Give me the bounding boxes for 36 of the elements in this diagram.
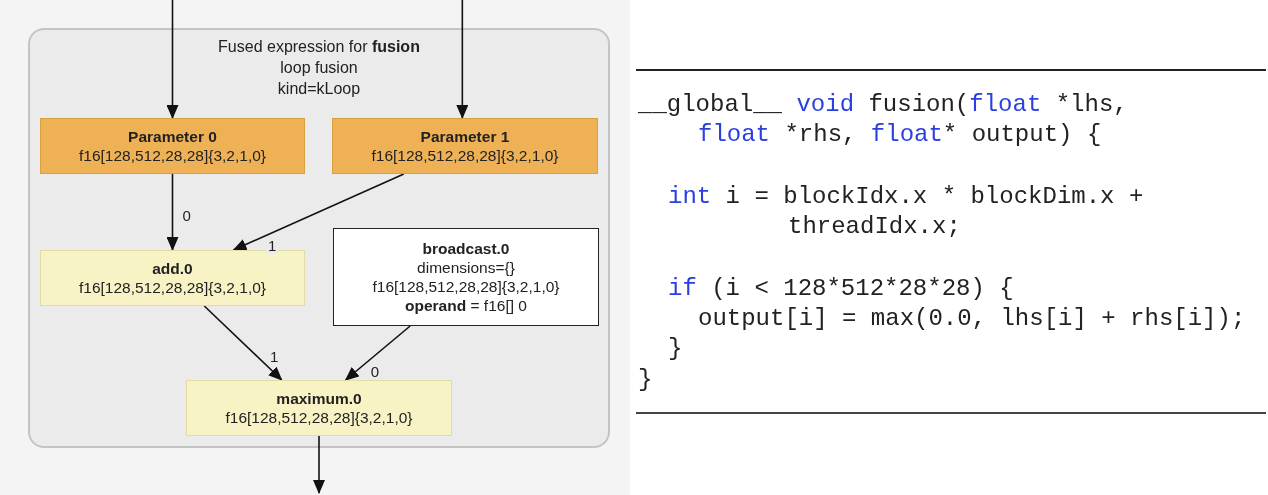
code-line: }: [668, 335, 683, 363]
node-text: f16[128,512,28,28]{3,2,1,0}: [371, 146, 559, 165]
operation-box: [333, 228, 599, 326]
node-title: Parameter 1: [420, 127, 510, 146]
code-line: if (i < 128*512*28*28) {: [668, 275, 1014, 303]
arrow: [232, 173, 405, 251]
operation-box: [186, 380, 452, 436]
arrow: [203, 305, 283, 381]
node-title: Parameter 0: [128, 127, 217, 146]
code-line: float *rhs, float* output) {: [698, 121, 1102, 149]
node-title: maximum.0: [276, 389, 362, 408]
operation-box: [40, 250, 305, 306]
node-text: f16[128,512,28,28]{3,2,1,0}: [372, 277, 560, 296]
cluster-frame: [28, 28, 610, 448]
cluster-title: loop fusion: [280, 58, 358, 78]
parameter-box: [332, 118, 598, 174]
node-text: f16[128,512,28,28]{3,2,1,0}: [78, 278, 266, 297]
cluster-title: Fused expression for fusion: [218, 37, 420, 57]
arrow: [166, 0, 179, 119]
node-text: dimensions={}: [417, 258, 515, 277]
arrow: [344, 325, 411, 381]
cluster-title: kind=kLoop: [277, 79, 361, 99]
code-line: int i = blockIdx.x * blockDim.x +: [668, 183, 1144, 211]
node-text: f16[128,512,28,28]{3,2,1,0}: [78, 146, 266, 165]
code-line: output[i] = max(0.0, lhs[i] + rhs[i]);: [698, 305, 1246, 333]
node-text: f16[128,512,28,28]{3,2,1,0}: [225, 408, 413, 427]
parameter-box: [40, 118, 305, 174]
arrow: [313, 435, 325, 494]
node-title: add.0: [152, 259, 193, 278]
node-title: broadcast.0: [422, 239, 510, 258]
arrow: [166, 173, 179, 251]
code-line: }: [638, 366, 653, 394]
arrow: [456, 0, 469, 119]
node-text: operand = f16[] 0: [405, 296, 527, 315]
code-line: __global__ void fusion(float *lhs,: [638, 91, 1128, 119]
code-line: threadIdx.x;: [788, 213, 961, 241]
